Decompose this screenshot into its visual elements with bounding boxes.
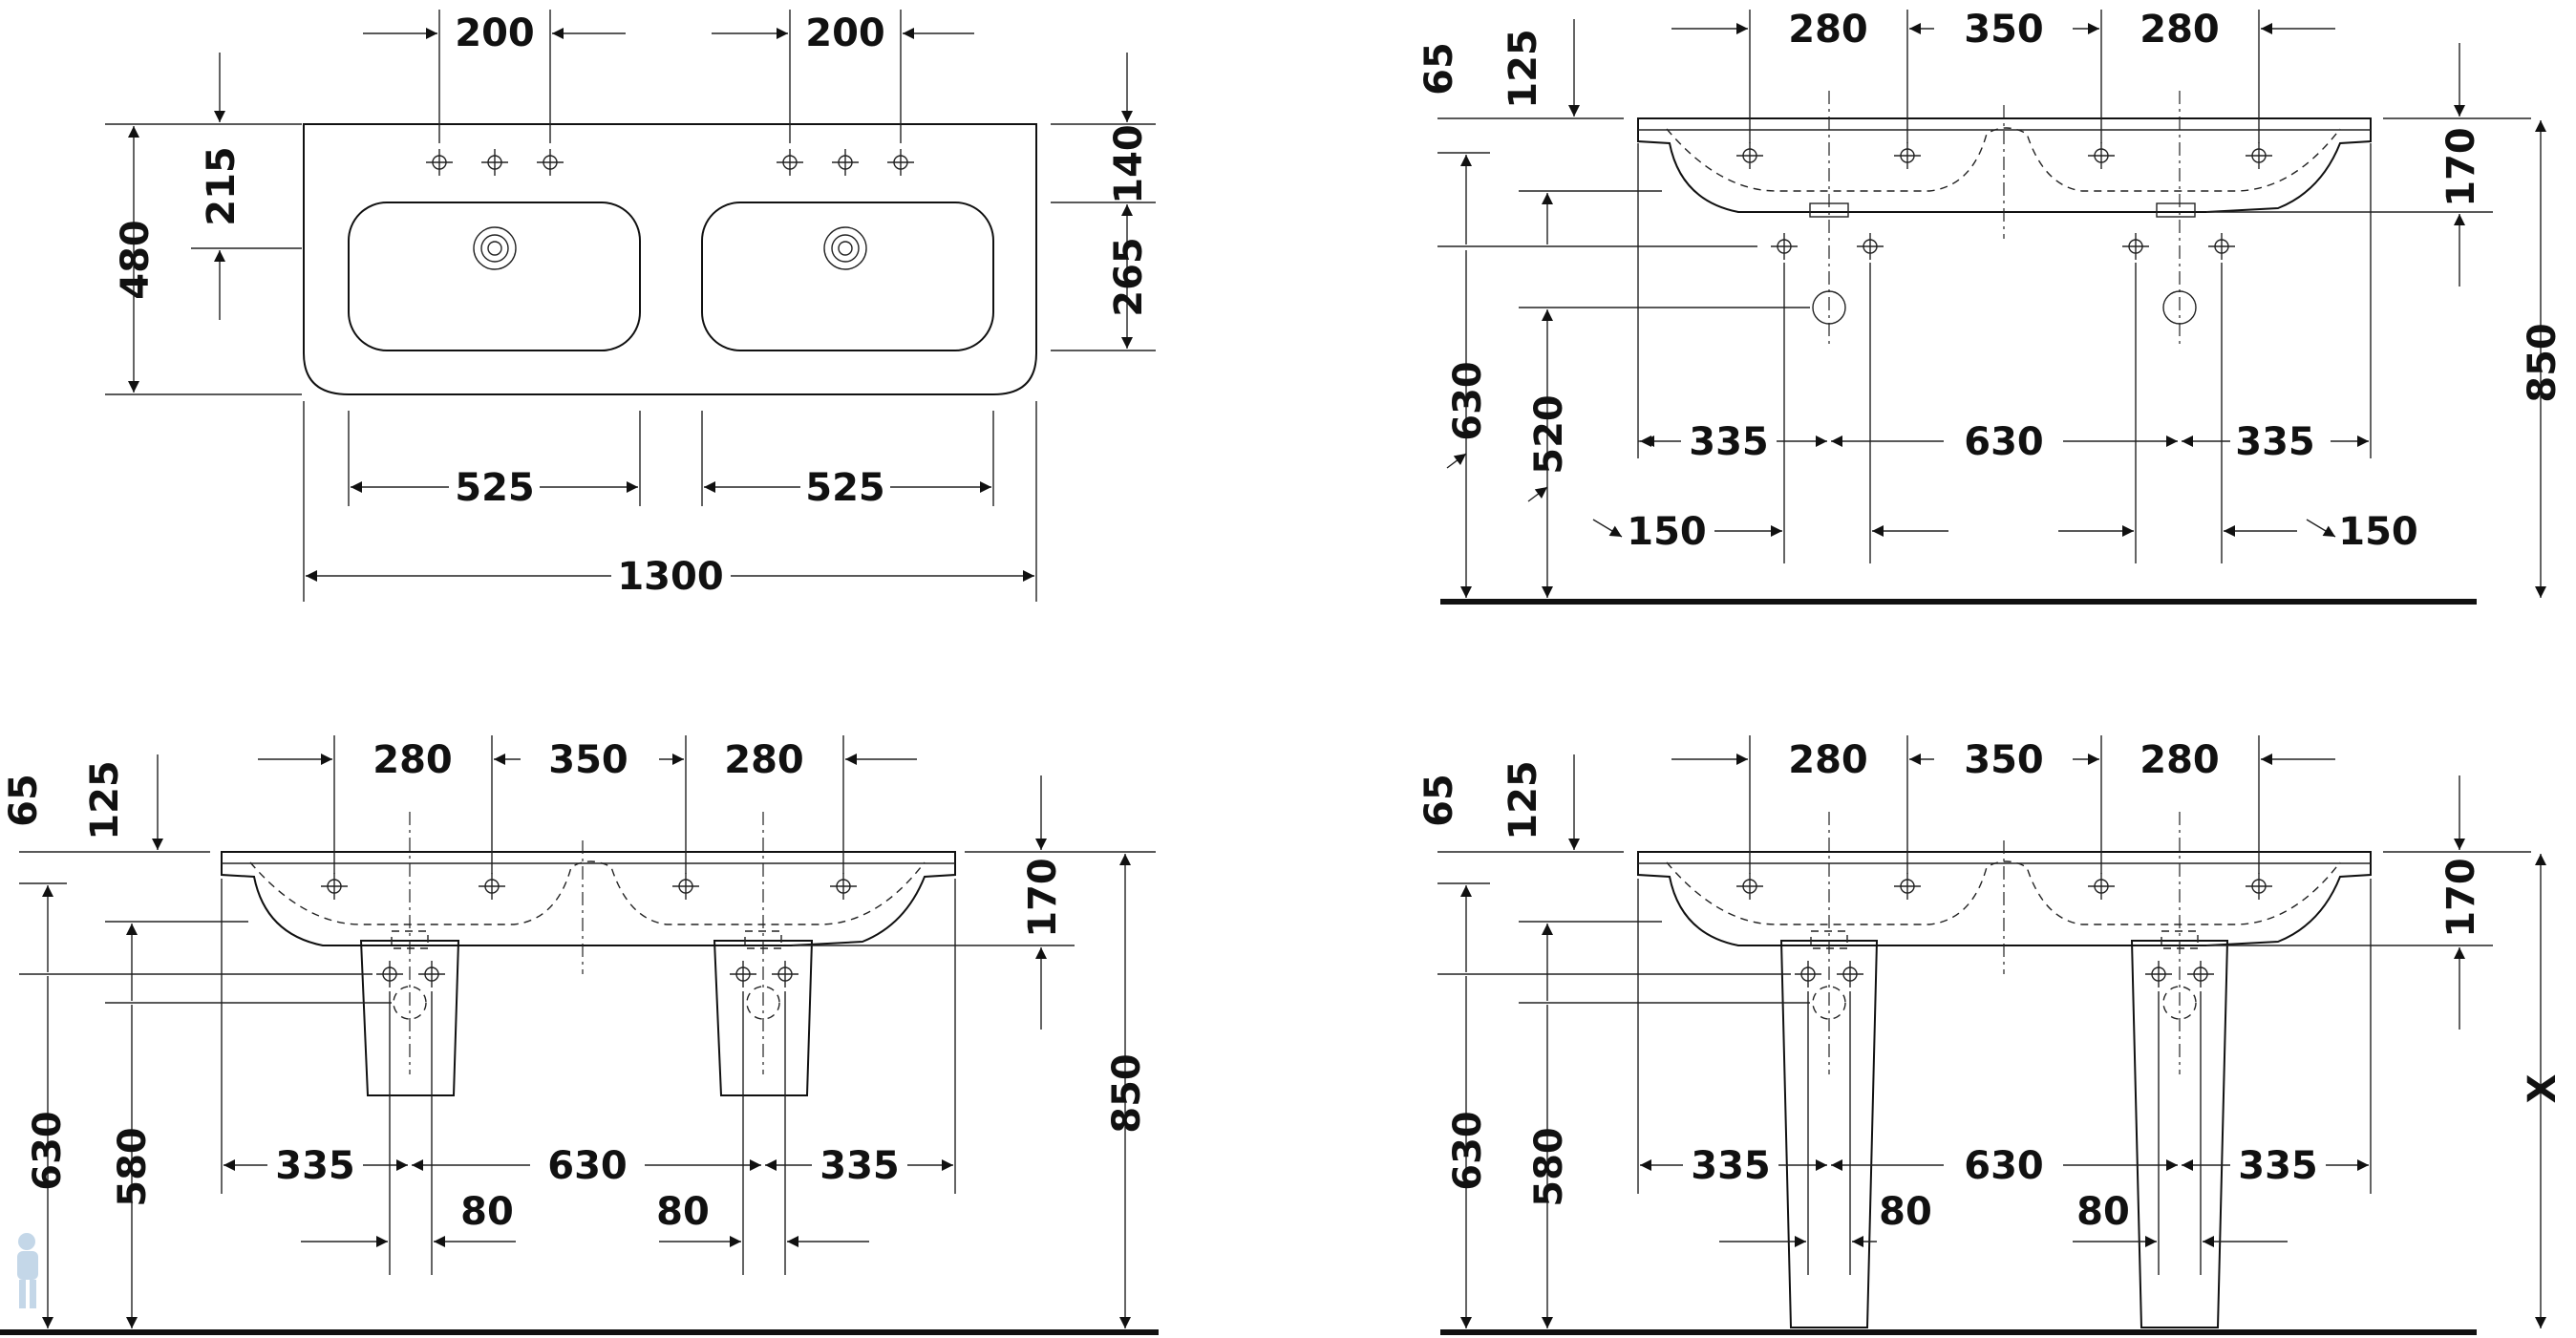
tap-hole-icon xyxy=(671,872,700,901)
front-view-semi-pedestal: 280 350 280 65 125 630 580 170 850 xyxy=(0,735,1159,1335)
top-view: 200 200 480 215 140 265 525 525 xyxy=(105,10,1156,602)
supply-valve-icon xyxy=(2186,960,2215,988)
dim-hole-level: 125 xyxy=(1501,29,1545,109)
dim-tap-right: 280 xyxy=(2140,738,2220,782)
dim-waste-spacing: 630 xyxy=(1964,1144,2044,1188)
dim-tap-right: 280 xyxy=(2140,8,2220,52)
dim-edge-right: 335 xyxy=(2235,420,2315,464)
dim-mount-height: X xyxy=(2521,1073,2565,1103)
dim-tap-spacing-left: 200 xyxy=(455,11,535,55)
waste-outlet-icon xyxy=(473,226,517,270)
dim-mount-height: 850 xyxy=(2521,323,2565,403)
dim-total-width: 1300 xyxy=(617,555,723,599)
dim-basin-depth: 170 xyxy=(2439,127,2483,207)
dim-waste-height: 630 xyxy=(26,1111,70,1191)
pedestal-right xyxy=(2130,940,2229,1328)
dim-depth-to-holes: 215 xyxy=(200,146,244,226)
dim-rim-height: 65 xyxy=(1417,774,1461,827)
tap-hole-icon xyxy=(425,148,454,177)
tap-hole-icon xyxy=(320,872,349,901)
dim-tap-left: 280 xyxy=(1788,738,1868,782)
tap-hole-icon xyxy=(886,148,915,177)
dim-tap-left: 280 xyxy=(373,738,453,782)
dim-bowl-width-right: 525 xyxy=(805,466,885,510)
bowl-right-plan xyxy=(701,202,994,351)
dim-supply-offset-left: 150 xyxy=(1627,510,1707,554)
supply-valve-icon xyxy=(1770,232,1799,261)
dim-supply-height: 520 xyxy=(1527,394,1571,475)
dim-edge-right: 335 xyxy=(820,1144,900,1188)
tap-hole-icon xyxy=(2087,141,2116,170)
dim-tap-spacing-right: 200 xyxy=(805,11,885,55)
supply-valve-icon xyxy=(1836,960,1864,988)
dim-rim-height: 65 xyxy=(1417,42,1461,96)
dim-waste-spacing: 630 xyxy=(1964,420,2044,464)
tap-hole-icon xyxy=(2245,141,2273,170)
dim-front-to-waste: 140 xyxy=(1107,124,1151,204)
waste-outlet-icon xyxy=(823,226,867,270)
dim-supply-height: 580 xyxy=(1527,1127,1571,1207)
tap-hole-icon xyxy=(831,148,860,177)
dim-depth-total: 480 xyxy=(114,220,158,300)
dim-supply-width-left: 80 xyxy=(1879,1190,1932,1234)
mascot-icon xyxy=(17,1233,38,1308)
tap-hole-icon xyxy=(776,148,804,177)
dim-bowl-width-left: 525 xyxy=(455,466,535,510)
dim-center: 350 xyxy=(548,738,628,782)
tap-hole-icon xyxy=(1735,141,1764,170)
dim-edge-left: 335 xyxy=(1689,420,1769,464)
tap-hole-icon xyxy=(2087,872,2116,901)
semi-pedestal-left xyxy=(359,940,460,1096)
dim-edge-left: 335 xyxy=(1691,1144,1771,1188)
dim-rim-height: 65 xyxy=(2,774,46,827)
basin-outline-plan xyxy=(303,123,1037,395)
dim-tap-left: 280 xyxy=(1788,8,1868,52)
dim-tap-right: 280 xyxy=(724,738,804,782)
front-view-pedestal: 280 350 280 65 125 630 580 170 X xyxy=(1417,735,2565,1335)
tap-hole-icon xyxy=(536,148,564,177)
tap-hole-icon xyxy=(478,872,506,901)
bowl-left-plan xyxy=(348,202,641,351)
dim-edge-left: 335 xyxy=(275,1144,355,1188)
dim-basin-depth: 170 xyxy=(1021,858,1065,938)
supply-valve-icon xyxy=(729,960,757,988)
dim-bowl-depth: 265 xyxy=(1107,237,1151,317)
dim-waste-height: 630 xyxy=(1446,361,1490,441)
tap-hole-icon xyxy=(829,872,858,901)
dim-hole-level: 125 xyxy=(83,760,127,840)
dim-waste-height: 630 xyxy=(1446,1111,1490,1191)
dim-mount-height: 850 xyxy=(1105,1053,1149,1134)
dim-waste-spacing: 630 xyxy=(547,1144,628,1188)
dim-supply-height: 580 xyxy=(111,1127,155,1207)
supply-valve-icon xyxy=(375,960,404,988)
dim-supply-offset-right: 150 xyxy=(2338,510,2418,554)
tap-hole-icon xyxy=(1893,141,1922,170)
dim-supply-width-right: 80 xyxy=(2076,1190,2130,1234)
dim-center: 350 xyxy=(1964,8,2044,52)
pedestal-left xyxy=(1779,940,1879,1328)
dim-supply-width-left: 80 xyxy=(460,1190,514,1234)
basin-outline-front xyxy=(221,851,956,946)
front-view-basin: 280 350 280 65 125 630 520 170 850 xyxy=(1417,8,2565,605)
supply-valve-icon xyxy=(1794,960,1822,988)
dim-basin-depth: 170 xyxy=(2439,858,2483,938)
dim-supply-width-right: 80 xyxy=(656,1190,710,1234)
dim-edge-right: 335 xyxy=(2238,1144,2318,1188)
semi-pedestal-right xyxy=(713,940,814,1096)
supply-valve-icon xyxy=(2207,232,2236,261)
tap-hole-icon xyxy=(1735,872,1764,901)
supply-valve-icon xyxy=(2144,960,2173,988)
dim-hole-level: 125 xyxy=(1501,760,1545,840)
supply-valve-icon xyxy=(771,960,799,988)
tap-hole-icon xyxy=(1893,872,1922,901)
tap-hole-icon xyxy=(2245,872,2273,901)
supply-valve-icon xyxy=(1856,232,1884,261)
dim-center: 350 xyxy=(1964,738,2044,782)
supply-valve-icon xyxy=(2121,232,2150,261)
supply-valve-icon xyxy=(417,960,446,988)
tap-hole-icon xyxy=(480,148,509,177)
